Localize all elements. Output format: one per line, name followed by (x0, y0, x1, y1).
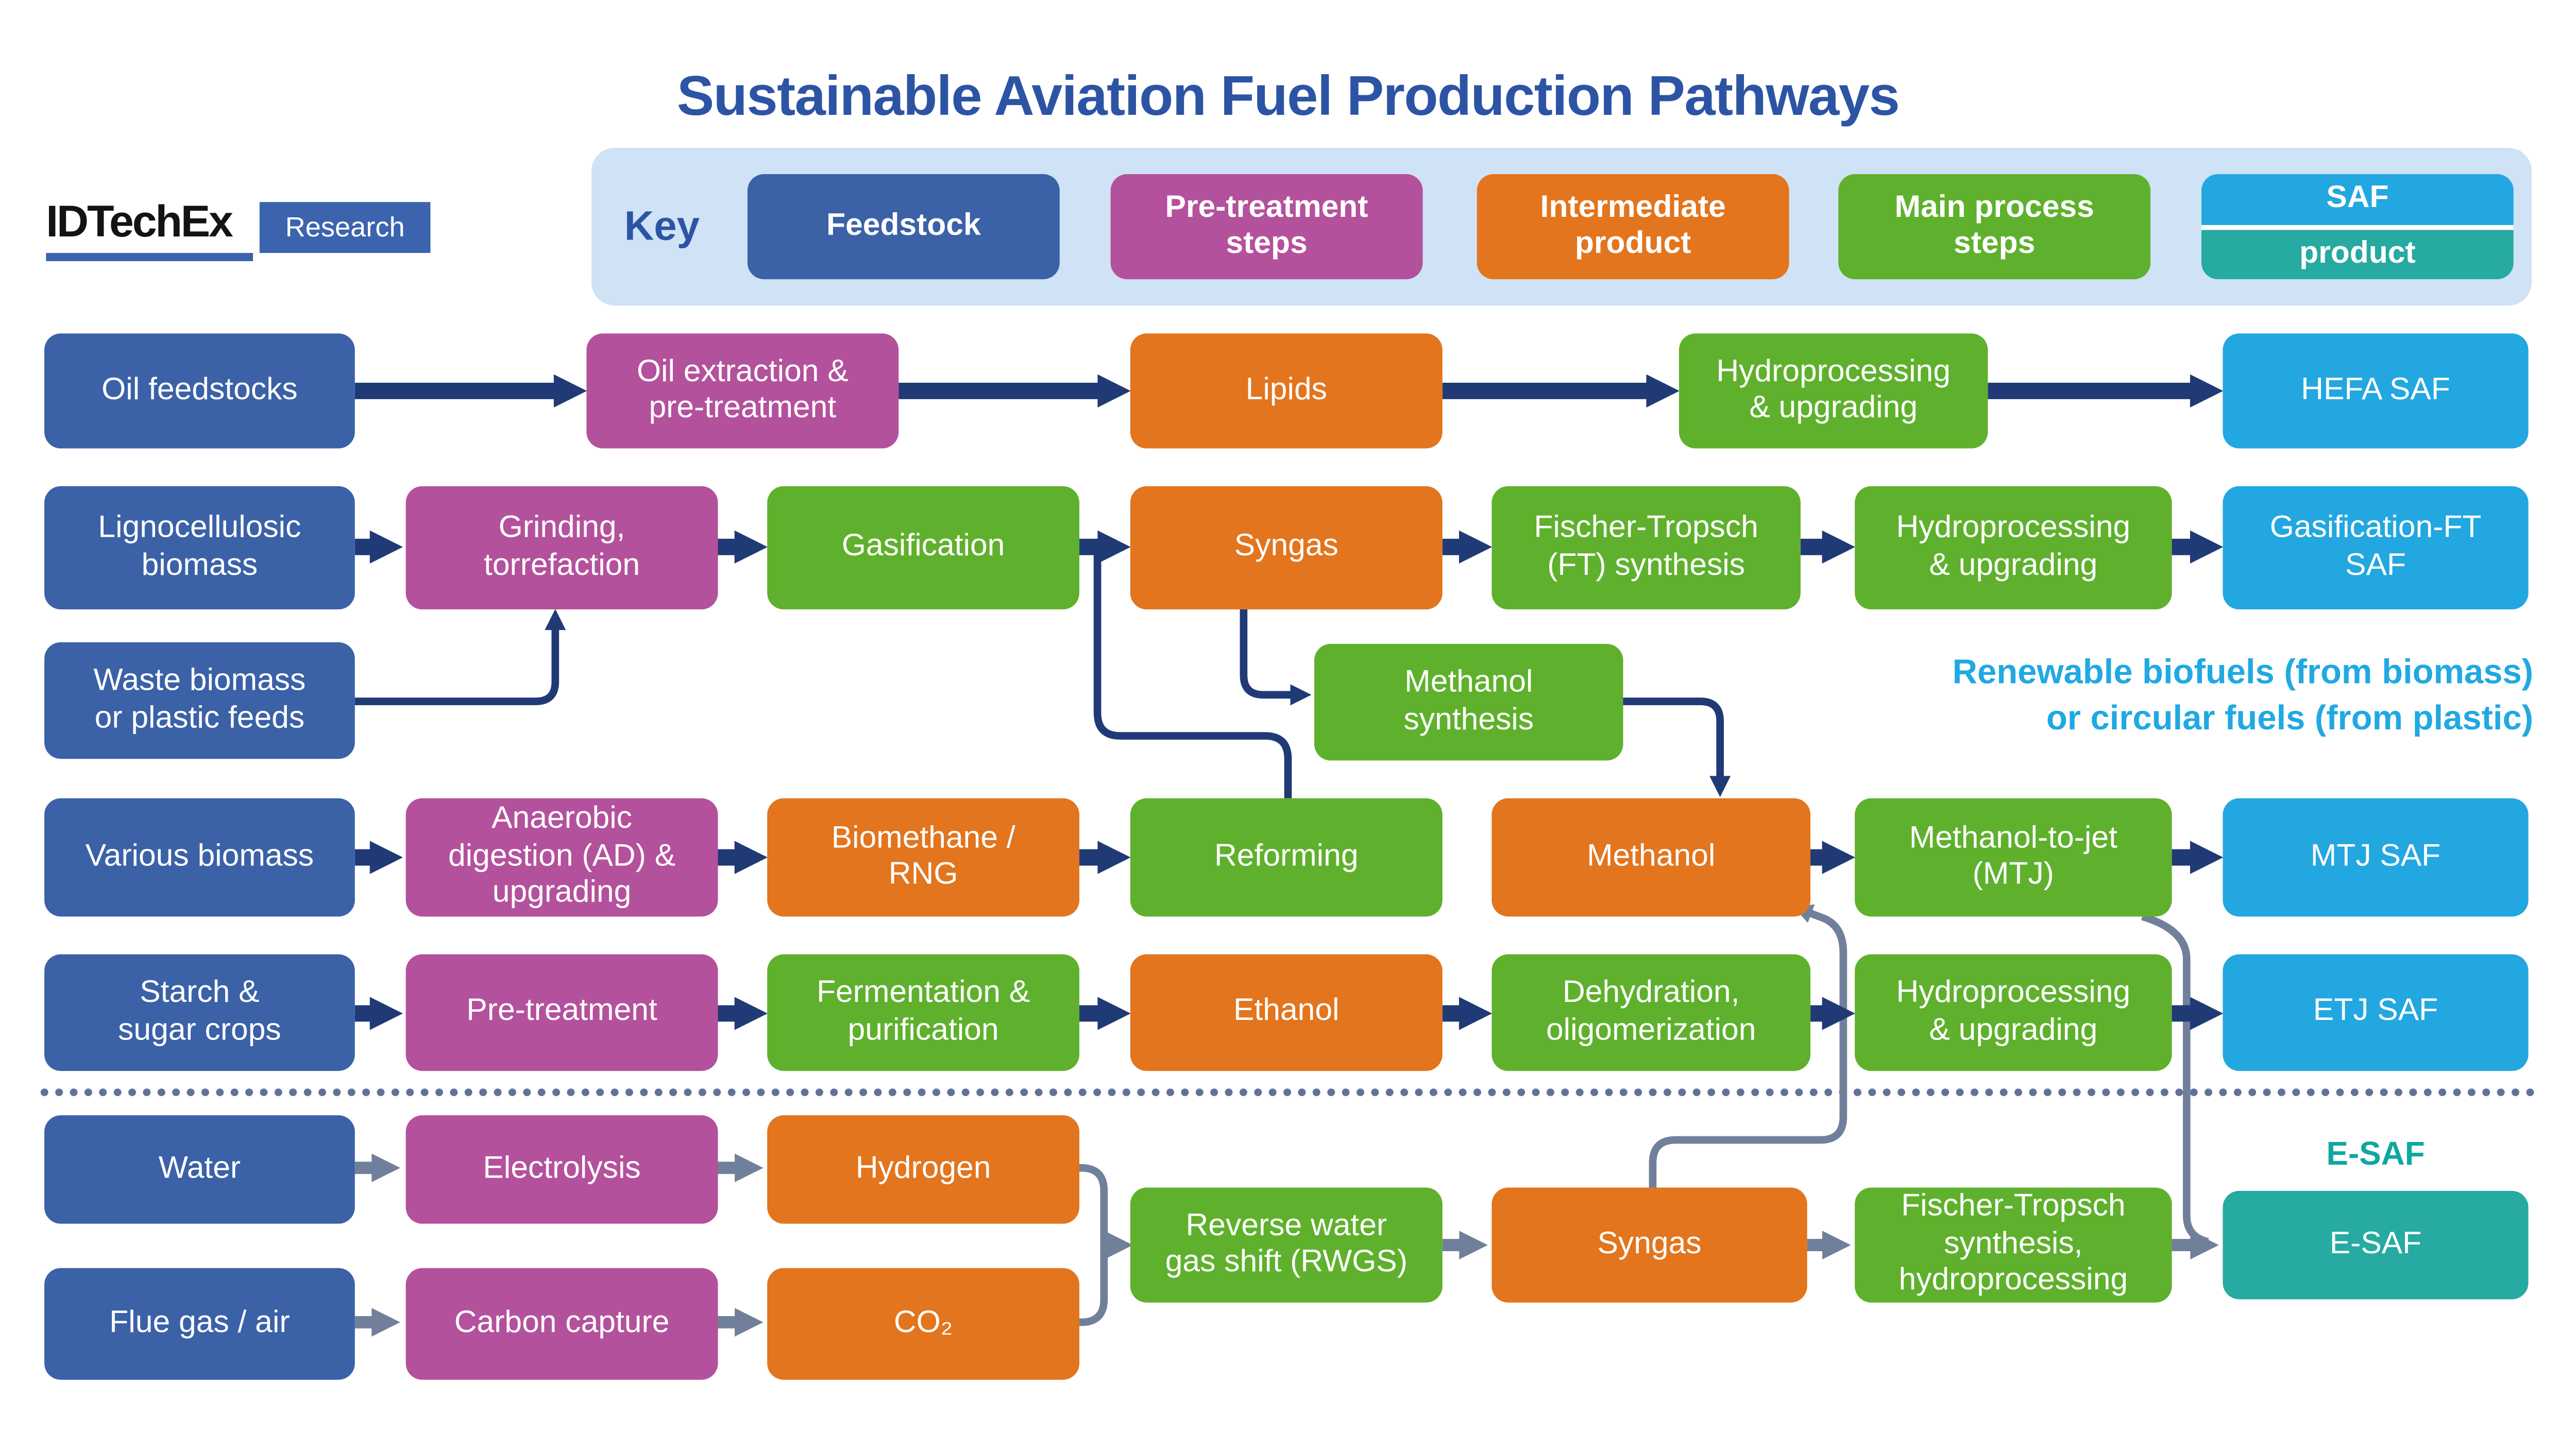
legend-main-process: Main process steps (1838, 174, 2151, 280)
node-hydrogen: Hydrogen (767, 1115, 1080, 1224)
node-co2: CO₂ (767, 1268, 1080, 1380)
logo-research-badge: Research (259, 202, 431, 253)
arrow-meoh-synthesis-to-methanol (1623, 697, 1731, 797)
node-hydroprocessing-gasft: Hydroprocessing & upgrading (1855, 486, 2172, 610)
annotation-renewable-biofuels: Renewable biofuels (from biomass) or cir… (1952, 654, 2534, 738)
node-methanol-synthesis: Methanol synthesis (1314, 644, 1623, 761)
node-starch-sugar-crops: Starch & sugar crops (44, 954, 355, 1071)
node-ft-synthesis-e: Fischer-Tropsch synthesis, hydroprocessi… (1855, 1187, 2172, 1303)
node-lignocellulosic-biomass: Lignocellulosic biomass (44, 486, 355, 610)
node-methanol-to-jet: Methanol-to-jet (MTJ) (1855, 798, 2172, 917)
node-anaerobic-digestion: Anaerobic digestion (AD) & upgrading (405, 798, 718, 917)
node-ft-synthesis: Fischer-Tropsch (FT) synthesis (1492, 486, 1801, 610)
legend-title: Key (624, 202, 700, 249)
legend-saf-product: SAF product (2201, 174, 2514, 280)
logo-underline (46, 253, 253, 262)
node-fermentation: Fermentation & purification (767, 954, 1080, 1071)
node-syngas-e: Syngas (1492, 1187, 1807, 1303)
node-biomethane-rng: Biomethane / RNG (767, 798, 1080, 917)
legend-saf-bottom: product (2201, 229, 2514, 280)
node-esaf: E-SAF (2223, 1190, 2529, 1300)
legend-intermediate: Intermediate product (1477, 174, 1789, 280)
arrow-waste-to-grinding (354, 609, 566, 705)
node-lipids: Lipids (1130, 333, 1443, 449)
node-water: Water (44, 1115, 355, 1224)
node-oil-extraction: Oil extraction & pre-treatment (586, 333, 899, 449)
node-hydroprocessing-etj: Hydroprocessing & upgrading (1855, 954, 2172, 1071)
navy-connectors (354, 374, 2224, 1030)
node-oil-feedstocks: Oil feedstocks (44, 333, 355, 449)
node-etj-saf: ETJ SAF (2223, 954, 2529, 1071)
node-various-biomass: Various biomass (44, 798, 355, 917)
idtechex-logo: IDTechEx Research (46, 194, 440, 266)
node-syngas-bio: Syngas (1130, 486, 1443, 610)
logo-wordmark: IDTechEx (46, 197, 233, 247)
legend-feedstock: Feedstock (747, 174, 1060, 280)
legend-pretreatment: Pre-treatment steps (1110, 174, 1423, 280)
node-grinding-torrefaction: Grinding, torrefaction (405, 486, 718, 610)
node-hydroprocessing-hefa: Hydroprocessing & upgrading (1679, 333, 1988, 449)
node-electrolysis: Electrolysis (405, 1115, 718, 1224)
node-reforming: Reforming (1130, 798, 1443, 917)
node-hefa-saf: HEFA SAF (2223, 333, 2529, 449)
node-pre-treatment: Pre-treatment (405, 954, 718, 1071)
legend-saf-top: SAF (2201, 174, 2514, 225)
arrow-syngas-to-meoh-synthesis (1240, 609, 1312, 706)
node-waste-biomass: Waste biomass or plastic feeds (44, 642, 355, 759)
node-dehydration-oligomerization: Dehydration, oligomerization (1492, 954, 1811, 1071)
node-flue-gas-air: Flue gas / air (44, 1268, 355, 1380)
annotation-esaf-label: E-SAF (2326, 1136, 2425, 1173)
node-gasification-ft-saf: Gasification-FT SAF (2223, 486, 2529, 610)
line-co2-merge (1079, 1245, 1108, 1326)
node-rwgs: Reverse water gas shift (RWGS) (1130, 1187, 1443, 1303)
node-mtj-saf: MTJ SAF (2223, 798, 2529, 917)
node-carbon-capture: Carbon capture (405, 1268, 718, 1380)
node-methanol: Methanol (1492, 798, 1811, 917)
legend-panel: Key Feedstock Pre-treatment steps Interm… (591, 147, 2532, 306)
line-hydrogen-merge (1079, 1164, 1108, 1246)
node-ethanol: Ethanol (1130, 954, 1443, 1071)
node-gasification: Gasification (767, 486, 1080, 610)
page-title: Sustainable Aviation Fuel Production Pat… (676, 65, 1900, 128)
